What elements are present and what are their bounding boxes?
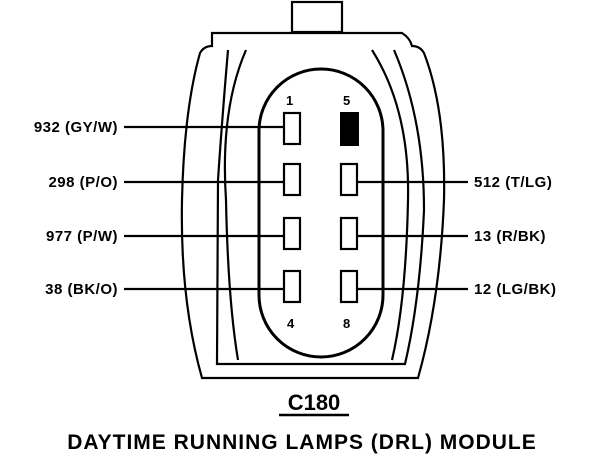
connector-housing-inner [215,49,426,366]
pin-6 [339,162,359,197]
pin-1 [282,111,302,146]
pin-3 [282,216,302,251]
connector-lock-tab [290,0,344,34]
wire-label-pin-2: 298 (P/O) [48,174,118,191]
connector-housing-rib [223,49,248,361]
connector-housing-outer [180,31,446,380]
pin-5 [340,112,359,146]
wire-label-pin-6: 512 (T/LG) [474,174,552,191]
pin-8 [339,269,359,304]
pin-2 [282,162,302,197]
connector-pin-face [257,67,385,359]
pin-number-1: 1 [286,93,293,108]
connector-name: C180 [288,390,341,415]
wire-label-pin-7: 13 (R/BK) [474,228,546,245]
pin-4 [282,269,302,304]
wire-label-pin-1: 932 (GY/W) [34,119,118,136]
wire-label-pin-3: 977 (P/W) [46,228,118,245]
wire-label-pin-4: 38 (BK/O) [45,281,118,298]
pin-number-4: 4 [287,316,295,331]
wire-label-pin-8: 12 (LG/BK) [474,281,557,298]
pin-number-5: 5 [343,93,350,108]
connector-housing-rib-right [371,49,410,361]
module-caption: DAYTIME RUNNING LAMPS (DRL) MODULE [67,431,537,454]
pin-number-8: 8 [343,316,350,331]
pin-7 [339,216,359,251]
